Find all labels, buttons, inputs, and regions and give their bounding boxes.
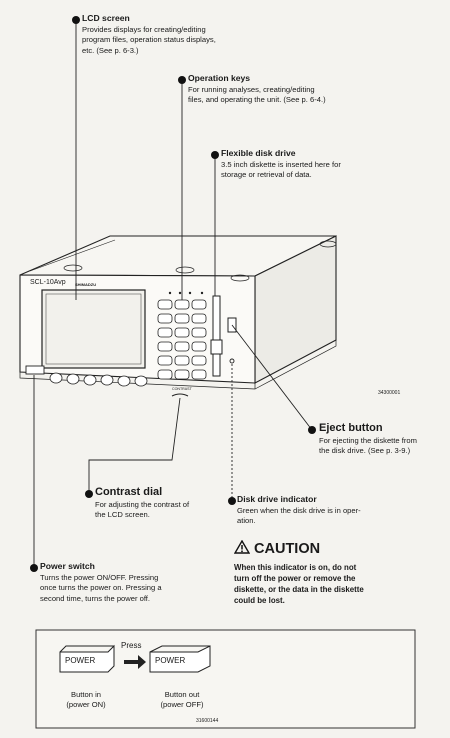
operation-keys-desc-2: files, and operating the unit. (See p. 6…	[188, 95, 326, 105]
lcd-screen	[41, 289, 146, 369]
figure-code-top: 34300001	[378, 390, 401, 396]
eject-button-desc-2: the disk drive. (See p. 3-9.)	[319, 446, 411, 456]
power-switch-desc-1: Turns the power ON/OFF. Pressing	[40, 573, 159, 582]
power-switch-callout-dot	[30, 564, 38, 572]
lcd-screen-callout-dot	[72, 16, 80, 24]
power-switch-desc-2: once turns the power on. Pressing a	[40, 583, 162, 593]
button-out-caption-2: (power OFF)	[160, 700, 204, 709]
contrast-dial-title: Contrast dial	[95, 486, 163, 498]
flexible-disk-drive-title: Flexible disk drive	[221, 148, 296, 158]
model-label: SCL-10Avp	[30, 279, 66, 286]
operation-keypad	[157, 299, 207, 380]
disk-drive-indicator-callout-dot	[228, 497, 236, 505]
lcd-screen-desc-3: etc. (See p. 6-3.)	[82, 45, 139, 55]
button-in-caption: Button in (power ON)	[56, 690, 116, 710]
caution-line-1: When this indicator is on, do not	[234, 563, 357, 572]
arrow-icon	[124, 655, 146, 669]
leader-lines	[33, 20, 313, 566]
inset-box	[35, 629, 416, 729]
warning-icon	[233, 539, 251, 554]
lcd-screen-desc-2: program files, operation status displays…	[82, 35, 216, 45]
brand-label: SHIMADZU	[75, 282, 97, 287]
disk-drive-indicator	[229, 358, 235, 364]
button-in-caption-2: (power ON)	[66, 700, 106, 709]
disk-drive-indicator-desc-2: ation.	[237, 516, 256, 526]
flexible-disk-drive-callout: Flexible disk drive 3.5 inch diskette is…	[221, 148, 431, 181]
figure-code-inset: 31600144	[196, 718, 219, 724]
lcd-screen-callout: LCD screen Provides displays for creatin…	[82, 13, 302, 56]
power-label-in: POWER	[65, 656, 96, 665]
power-label-out: POWER	[155, 656, 186, 665]
power-switch	[25, 365, 45, 375]
button-out-caption-1: Button out	[164, 690, 200, 699]
lcd-screen-desc-1: Provides displays for creating/editing	[82, 25, 206, 34]
eject-button-callout-dot	[308, 426, 316, 434]
disk-drive-indicator-callout: Disk drive indicator Green when the disk…	[237, 494, 427, 527]
power-switch-desc-3: second time, turns the power off.	[40, 593, 151, 603]
button-out-caption: Button out (power OFF)	[149, 690, 215, 710]
eject-button-desc-1: For ejecting the diskette from	[319, 436, 417, 445]
press-label: Press	[121, 641, 142, 650]
operation-keys-callout-dot	[178, 76, 186, 84]
flexible-disk-drive	[212, 295, 221, 377]
caution-line-4: could be lost.	[234, 596, 285, 605]
status-leds	[168, 291, 204, 295]
operation-keys-desc-1: For running analyses, creating/editing	[188, 85, 315, 94]
contrast-dial-callout-dot	[85, 490, 93, 498]
button-out-illustration	[149, 645, 211, 673]
contrast-dial-desc-2: the LCD screen.	[95, 510, 150, 520]
button-in-caption-1: Button in	[71, 690, 101, 699]
lcd-screen-title: LCD screen	[82, 13, 130, 23]
disk-drive-indicator-title: Disk drive indicator	[237, 494, 317, 504]
button-in-illustration	[59, 644, 115, 673]
flexible-disk-drive-desc-2: storage or retrieval of data.	[221, 170, 312, 180]
power-switch-callout: Power switch Turns the power ON/OFF. Pre…	[40, 561, 230, 604]
eject-button-title: Eject button	[319, 422, 383, 434]
contrast-dial	[171, 393, 189, 397]
operation-keys-callout: Operation keys For running analyses, cre…	[188, 73, 438, 106]
caution-line-3: diskette, or the data in the diskette	[234, 585, 364, 594]
caution-heading: CAUTION	[233, 539, 321, 557]
disk-drive-indicator-desc-1: Green when the disk drive is in oper-	[237, 506, 361, 515]
eject-button-callout: Eject button For ejecting the diskette f…	[319, 422, 449, 457]
contrast-label: CONTRAST	[172, 387, 192, 391]
operation-keys-title: Operation keys	[188, 73, 251, 83]
contrast-dial-callout: Contrast dial For adjusting the contrast…	[95, 486, 245, 521]
flexible-disk-drive-callout-dot	[211, 151, 219, 159]
caution-title: CAUTION	[254, 541, 321, 557]
power-switch-title: Power switch	[40, 561, 95, 571]
flexible-disk-drive-desc-1: 3.5 inch diskette is inserted here for	[221, 160, 341, 169]
caution-line-2: turn off the power or remove the	[234, 574, 356, 583]
function-keys	[49, 372, 148, 387]
contrast-dial-desc-1: For adjusting the contrast of	[95, 500, 190, 509]
caution-body: When this indicator is on, do not turn o…	[234, 562, 434, 606]
